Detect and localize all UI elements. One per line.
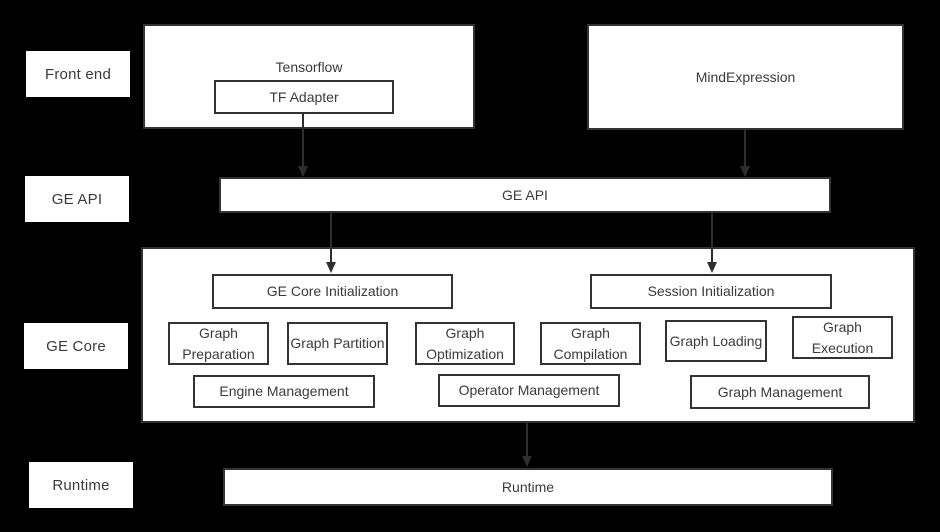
graph-partition-box: Graph Partition xyxy=(287,322,388,365)
graph-optimization-label: Graph Optimization xyxy=(426,325,504,362)
tf-adapter-box-label: TF Adapter xyxy=(269,88,339,105)
ge-core-initialization-label: GE Core Initialization xyxy=(266,283,399,300)
ge-api-bar-label: GE API xyxy=(502,186,548,203)
tensorflow-box: Tensorflow TF Adapter xyxy=(143,24,475,129)
operator-management-box: Operator Management xyxy=(438,374,620,407)
graph-optimization-box: Graph Optimization xyxy=(415,322,515,365)
ge-core-box: GE Core Initialization Session Initializ… xyxy=(141,247,915,423)
arrow-ge-api-to-ge-core-initialization xyxy=(326,213,336,273)
row-label-runtime-text: Runtime xyxy=(52,476,110,494)
runtime-bar: Runtime xyxy=(223,468,833,506)
graph-management-box: Graph Management xyxy=(690,375,870,409)
mindexpression-box: MindExpression xyxy=(587,24,904,130)
mindexpression-box-label: MindExpression xyxy=(695,68,796,85)
row-label-ge-core-text: GE Core xyxy=(46,337,106,355)
arrow-mindexpression-to-ge-api xyxy=(740,130,750,177)
row-label-front-end-text: Front end xyxy=(44,65,111,83)
row-label-runtime: Runtime xyxy=(29,462,133,508)
engine-management-box: Engine Management xyxy=(193,375,375,408)
operator-management-label: Operator Management xyxy=(458,382,600,399)
arrow-tf-adapter-to-ge-api xyxy=(298,114,308,177)
ge-core-initialization-box: GE Core Initialization xyxy=(212,274,453,309)
tf-adapter-box: TF Adapter xyxy=(214,80,394,114)
graph-execution-box: Graph Execution xyxy=(792,316,893,359)
engine-management-label: Engine Management xyxy=(219,383,349,400)
graph-loading-label: Graph Loading xyxy=(669,332,763,349)
arrow-ge-api-to-session-initialization xyxy=(707,213,717,273)
graph-compilation-box: Graph Compilation xyxy=(540,322,641,365)
graph-preparation-box: Graph Preparation xyxy=(168,322,269,365)
graph-management-label: Graph Management xyxy=(717,383,843,400)
row-label-ge-api-text: GE API xyxy=(51,190,103,208)
graph-partition-label: Graph Partition xyxy=(290,335,385,352)
runtime-bar-label: Runtime xyxy=(501,478,555,495)
row-label-ge-core: GE Core xyxy=(24,323,128,369)
row-label-front-end: Front end xyxy=(26,51,130,97)
graph-compilation-label: Graph Compilation xyxy=(553,325,628,362)
arrow-ge-core-to-runtime xyxy=(522,423,532,467)
graph-loading-box: Graph Loading xyxy=(665,320,767,362)
graph-preparation-label: Graph Preparation xyxy=(182,325,255,362)
ge-api-bar: GE API xyxy=(219,177,831,213)
session-initialization-box: Session Initialization xyxy=(590,274,832,309)
tensorflow-box-title: Tensorflow xyxy=(275,59,343,75)
row-label-ge-api: GE API xyxy=(25,176,129,222)
graph-execution-label: Graph Execution xyxy=(811,319,874,356)
session-initialization-label: Session Initialization xyxy=(647,283,775,300)
